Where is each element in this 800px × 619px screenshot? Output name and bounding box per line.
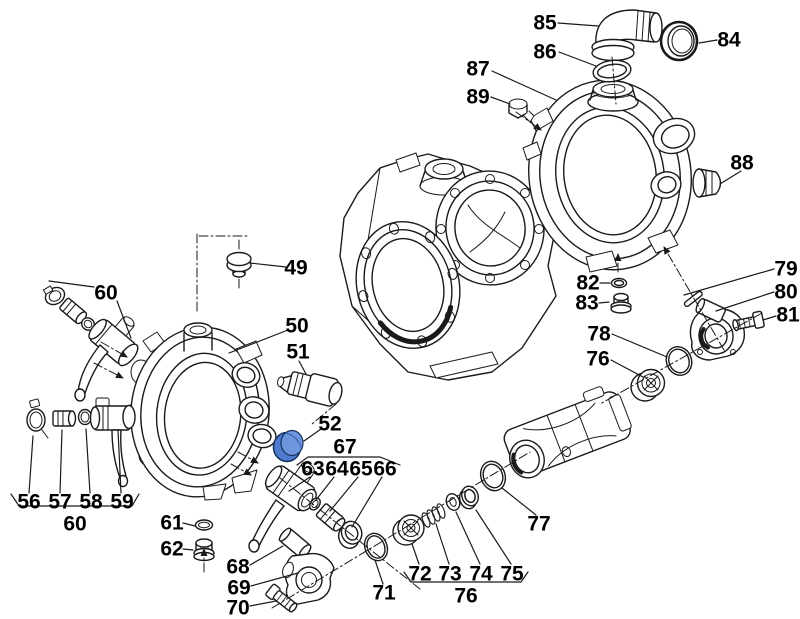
part-label-49: 49 (284, 256, 308, 280)
valve-plate-72 (393, 515, 424, 545)
part-label-89: 89 (466, 85, 490, 109)
assembly-axis-lines (94, 57, 762, 608)
part-label-65: 65 (349, 457, 373, 481)
manifold-body-drawing (498, 381, 635, 483)
o-ring-71 (361, 530, 392, 564)
o-ring-77 (477, 458, 510, 494)
left-cover-drawing (122, 320, 277, 503)
part-label-66: 66 (373, 457, 397, 481)
cap-49 (227, 253, 251, 278)
part-label-58: 58 (79, 490, 103, 514)
o-ring-78 (662, 343, 695, 379)
part-label-62: 62 (160, 537, 184, 561)
part-label-83: 83 (575, 291, 599, 315)
part-label-77: 77 (527, 512, 551, 536)
part-label-71: 71 (372, 581, 396, 605)
valve-cartridge-51 (275, 365, 345, 408)
part-label-69: 69 (227, 576, 251, 600)
part-label-73: 73 (438, 562, 462, 586)
ring-nut-84 (661, 22, 697, 60)
part-label-75: 75 (500, 562, 524, 586)
part-label-76-valve: 76 (586, 347, 610, 371)
valve-kit-60-assembled (41, 281, 152, 401)
part-label-82: 82 (576, 271, 600, 295)
part-label-81: 81 (776, 303, 800, 327)
nut-83 (611, 294, 631, 314)
part-label-87: 87 (466, 57, 490, 81)
part-label-56: 56 (17, 490, 41, 514)
part-label-78: 78 (587, 322, 611, 346)
part-label-50: 50 (285, 314, 309, 338)
o-ring-64 (308, 496, 323, 512)
part-label-64: 64 (325, 457, 349, 481)
right-cover-drawing (517, 70, 704, 281)
part-label-86: 86 (533, 40, 557, 64)
hose-barb-57 (53, 411, 76, 426)
valve-seat-75 (456, 484, 481, 511)
plug-88 (693, 169, 721, 197)
washer-82 (612, 279, 627, 288)
part-label-76-group: 76 (454, 584, 478, 608)
pump-body-drawing (340, 153, 556, 380)
part-label-52: 52 (318, 412, 342, 436)
part-label-74: 74 (469, 562, 493, 586)
valve-plate-76-upper (631, 370, 665, 402)
part-label-84: 84 (717, 28, 741, 52)
part-label-88: 88 (730, 151, 754, 175)
valve-body-69 (281, 554, 334, 604)
part-label-61: 61 (160, 511, 184, 535)
highlighted-cap-52 (274, 431, 304, 462)
o-ring-58 (79, 410, 92, 425)
part-label-63: 63 (301, 457, 325, 481)
leader-lines (11, 23, 776, 606)
part-label-57: 57 (48, 490, 72, 514)
part-label-60-group: 60 (63, 512, 87, 536)
spring-73 (420, 503, 446, 528)
part-label-79: 79 (774, 257, 798, 281)
washer-74 (444, 492, 462, 512)
part-label-85: 85 (533, 11, 557, 35)
part-label-51: 51 (286, 340, 310, 364)
part-label-80: 80 (774, 280, 798, 304)
port-body-drawing (690, 297, 744, 360)
plug-89 (509, 99, 534, 122)
part-label-72: 72 (408, 562, 432, 586)
part-label-68: 68 (226, 555, 250, 579)
snap-ring-61 (196, 520, 213, 530)
elbow-fitting-85 (592, 10, 662, 61)
o-ring-86 (592, 58, 633, 84)
ball-valve-63 (249, 448, 331, 552)
part-label-60-assembly: 60 (94, 281, 118, 305)
part-label-70: 70 (226, 596, 250, 619)
part-label-67: 67 (333, 435, 357, 459)
hose-clamp-56 (27, 399, 48, 438)
part-label-59: 59 (110, 490, 134, 514)
ball-valve-59 (91, 398, 136, 487)
nut-66 (335, 518, 366, 551)
